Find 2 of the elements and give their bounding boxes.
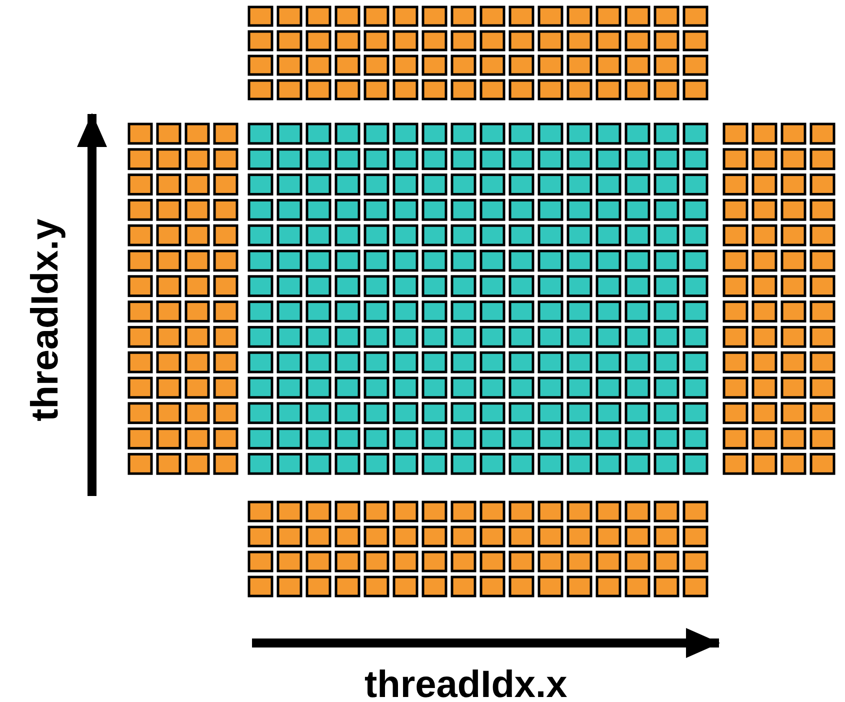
axis-label: threadIdx.y [26, 218, 64, 422]
axis-label: threadIdx.x [364, 666, 568, 702]
